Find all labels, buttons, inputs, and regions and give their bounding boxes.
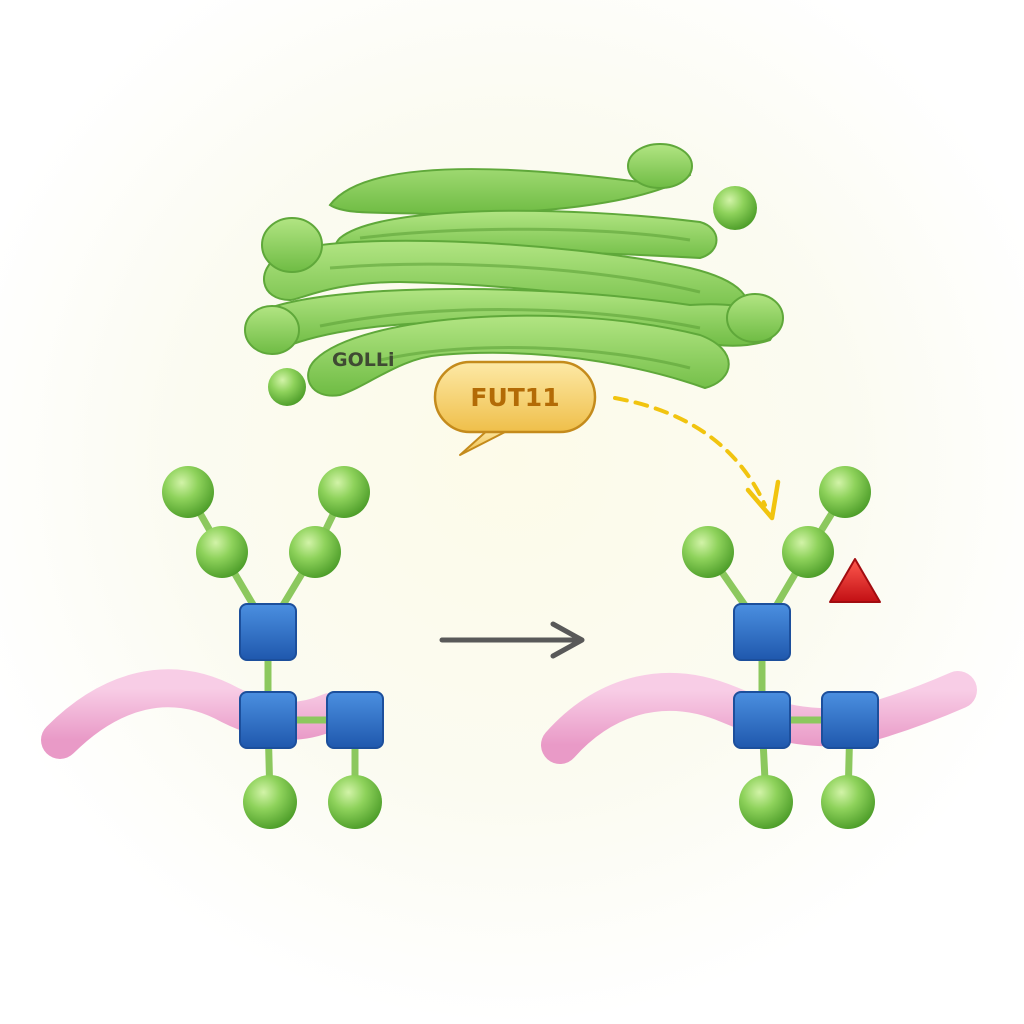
golgi-apparatus-icon: GOLLi (244, 143, 784, 406)
reaction-arrow (439, 621, 585, 659)
green-circle-glycan (162, 466, 214, 518)
fut11-enzyme-bubble: FUT11 (433, 360, 597, 456)
dashed-transfer-arrow (613, 396, 781, 521)
green-circle-glycan (782, 526, 834, 578)
blue-square-glycan (239, 603, 297, 661)
blue-square-glycan (821, 691, 879, 749)
green-circle-glycan (318, 466, 370, 518)
blue-square-glycan (733, 691, 791, 749)
golgi-vesicle-icon (713, 186, 757, 230)
red-triangle-fucose-icon (829, 558, 881, 603)
golgi-label: GOLLi (332, 349, 394, 371)
green-circle-glycan (328, 775, 382, 829)
green-circle-glycan (682, 526, 734, 578)
blue-square-glycan (239, 691, 297, 749)
blue-square-glycan (326, 691, 384, 749)
fucosylated-glycoprotein (541, 466, 977, 829)
golgi-vesicle-icon (268, 368, 306, 406)
blue-square-glycan (733, 603, 791, 661)
green-circle-glycan (739, 775, 793, 829)
green-circle-glycan (196, 526, 248, 578)
substrate-glycoprotein (41, 466, 384, 829)
green-circle-glycan (289, 526, 341, 578)
green-circle-glycan (821, 775, 875, 829)
fut11-label: FUT11 (470, 383, 559, 412)
green-circle-glycan (819, 466, 871, 518)
green-circle-glycan (243, 775, 297, 829)
